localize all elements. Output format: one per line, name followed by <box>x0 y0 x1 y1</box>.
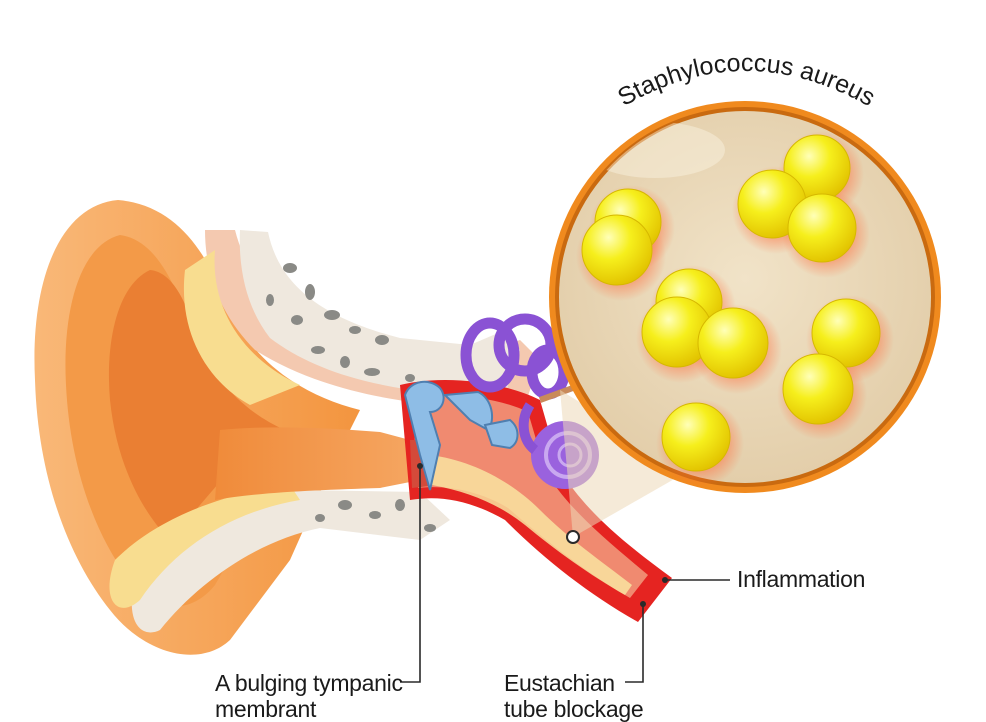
magnified-spot <box>566 530 580 544</box>
bacterium <box>787 193 857 263</box>
leader-lines <box>400 466 730 683</box>
ossicles <box>403 380 519 491</box>
label-eustachian-line2: tube blockage <box>504 696 644 722</box>
magnifier-cone <box>560 390 690 537</box>
bone-pores <box>266 263 436 532</box>
bacterium <box>811 298 881 368</box>
label-eustachian-line1: Eustachian <box>504 670 615 696</box>
bacterium <box>661 402 731 472</box>
bacterium <box>697 307 769 379</box>
ear-canal <box>215 427 410 500</box>
label-tympanic-line2: membrant <box>215 696 317 722</box>
label-tympanic-line1: A bulging tympanic <box>215 670 403 696</box>
bacteria-cluster <box>576 131 894 487</box>
label-inflammation: Inflammation <box>737 566 866 592</box>
temporal-bone <box>109 230 540 633</box>
leader-dots <box>417 463 668 607</box>
bacterium <box>581 214 653 286</box>
bacterium <box>782 353 854 425</box>
middle-ear <box>400 380 672 622</box>
